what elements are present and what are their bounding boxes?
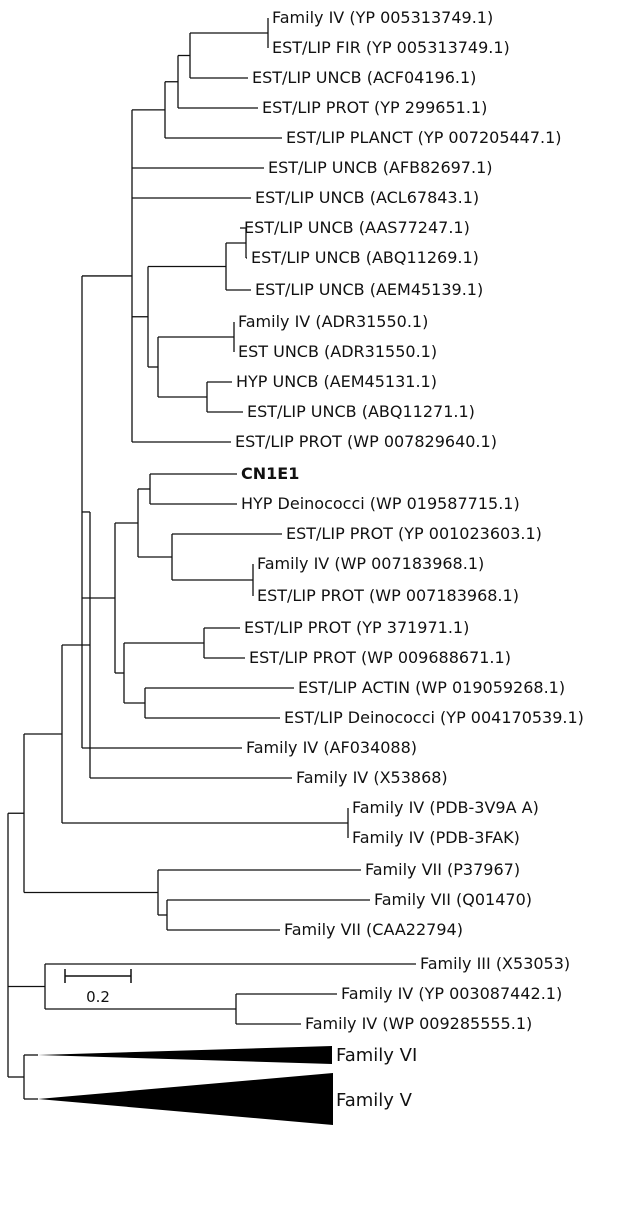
leaf-label: Family VII (Q01470) — [374, 890, 532, 909]
leaf-label: EST/LIP UNCB (AFB82697.1) — [268, 158, 492, 177]
leaf-label: EST UNCB (ADR31550.1) — [238, 342, 437, 361]
collapsed-clade-label: Family V — [336, 1090, 413, 1111]
leaf-label: EST/LIP UNCB (AEM45139.1) — [255, 280, 483, 299]
collapsed-clade-label: Family VI — [336, 1045, 417, 1066]
leaf-label: EST/LIP ACTIN (WP 019059268.1) — [298, 678, 565, 697]
leaf-label: Family IV (YP 005313749.1) — [272, 8, 493, 27]
leaf-label: Family IV (WP 007183968.1) — [257, 554, 484, 573]
leaf-label: EST/LIP PROT (WP 007829640.1) — [235, 432, 497, 451]
leaf-label: EST/LIP UNCB (ACF04196.1) — [252, 68, 476, 87]
leaf-label: CN1E1 — [241, 464, 299, 483]
leaf-label: EST/LIP UNCB (AAS77247.1) — [244, 218, 470, 237]
leaf-labels: Family IV (YP 005313749.1) EST/LIP FIR (Y… — [235, 8, 584, 1033]
leaf-label: Family IV (X53868) — [296, 768, 448, 787]
leaf-label: EST/LIP PLANCT (YP 007205447.1) — [286, 128, 562, 147]
scale-bar: 0.2 — [64, 969, 132, 1006]
leaf-label: HYP UNCB (AEM45131.1) — [236, 372, 437, 391]
leaf-label: EST/LIP PROT (WP 007183968.1) — [257, 586, 519, 605]
collapsed-clade-c1 — [38, 1046, 332, 1064]
collapsed-clades: Family VI Family V — [38, 1045, 417, 1125]
leaf-label: Family IV (WP 009285555.1) — [305, 1014, 532, 1033]
leaf-label: EST/LIP PROT (WP 009688671.1) — [249, 648, 511, 667]
collapsed-clade-c2 — [38, 1073, 333, 1125]
leaf-label: EST/LIP PROT (YP 001023603.1) — [286, 524, 542, 543]
leaf-label: Family IV (AF034088) — [246, 738, 417, 757]
leaf-label: EST/LIP UNCB (ACL67843.1) — [255, 188, 479, 207]
leaf-label: EST/LIP Deinococci (YP 004170539.1) — [284, 708, 584, 727]
leaf-label: Family III (X53053) — [420, 954, 570, 973]
scale-bar-label: 0.2 — [86, 988, 110, 1006]
leaf-label: EST/LIP FIR (YP 005313749.1) — [272, 38, 510, 57]
tree-branches — [7, 18, 416, 1100]
leaf-label: HYP Deinococci (WP 019587715.1) — [241, 494, 520, 513]
leaf-label: Family IV (PDB-3FAK) — [352, 828, 520, 847]
leaf-label: Family VII (CAA22794) — [284, 920, 463, 939]
leaf-label: Family IV (ADR31550.1) — [238, 312, 428, 331]
leaf-label: Family IV (YP 003087442.1) — [341, 984, 562, 1003]
leaf-label: EST/LIP UNCB (ABQ11271.1) — [247, 402, 475, 421]
leaf-label: EST/LIP PROT (YP 299651.1) — [262, 98, 487, 117]
leaf-label: Family IV (PDB-3V9A A) — [352, 798, 539, 817]
leaf-label: Family VII (P37967) — [365, 860, 520, 879]
leaf-label: EST/LIP PROT (YP 371971.1) — [244, 618, 469, 637]
leaf-label: EST/LIP UNCB (ABQ11269.1) — [251, 248, 479, 267]
